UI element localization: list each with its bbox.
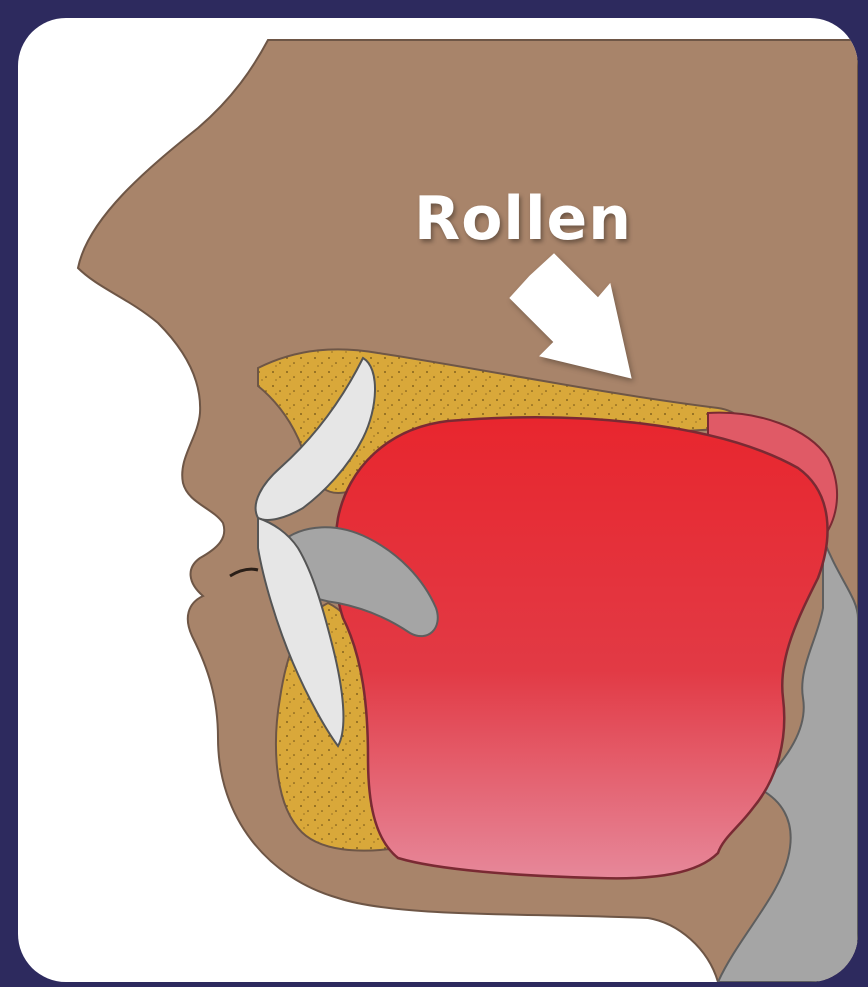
rolling-label: Rollen (414, 184, 694, 254)
mouth-cross-section (18, 18, 858, 982)
diagram-card: Rollen (18, 18, 858, 982)
tongue (335, 417, 828, 878)
